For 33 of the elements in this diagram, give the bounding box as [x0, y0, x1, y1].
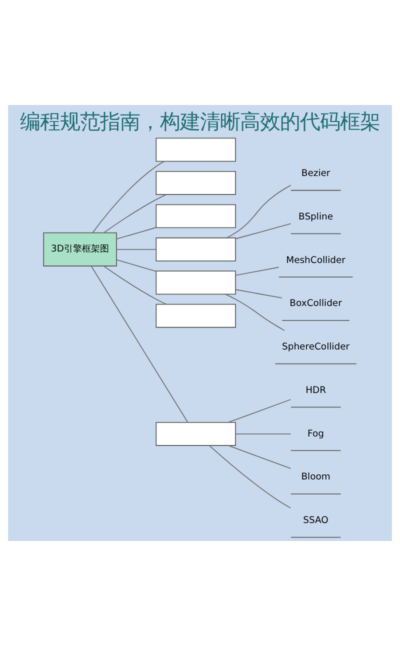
node-box: [156, 270, 236, 295]
node-text: MeshCollider: [286, 254, 346, 266]
connector: [104, 266, 167, 305]
connector: [104, 194, 167, 234]
node-text: BoxCollider: [290, 298, 342, 310]
node-text: SphereCollider: [282, 342, 350, 353]
node-box: [156, 138, 236, 162]
connector: [228, 445, 292, 469]
connector: [90, 266, 188, 423]
connector: [116, 227, 157, 240]
connector: [224, 294, 285, 331]
node-box: [156, 304, 236, 328]
connector: [116, 259, 157, 272]
connector: [226, 184, 292, 238]
node-text: SSAO: [303, 515, 328, 526]
node-box: [156, 422, 236, 446]
connector: [116, 248, 157, 250]
node-box: [156, 170, 236, 195]
node-text: HDR: [306, 384, 326, 396]
node-text: Bloom: [301, 472, 330, 483]
node-box: 3D引擎框架图: [43, 232, 117, 266]
connector: [209, 445, 291, 508]
diagram-title: 编程规范指南，构建清晰高效的代码框架: [20, 110, 380, 134]
connector: [92, 160, 165, 234]
connector: [228, 399, 292, 423]
node-box: [156, 237, 236, 262]
connector: [235, 289, 282, 298]
node-text: Fog: [308, 428, 324, 440]
node-box: [156, 204, 236, 228]
node-text: Bezier: [301, 168, 330, 180]
connector: [235, 223, 292, 240]
node-text: BSpline: [298, 211, 334, 222]
connector: [235, 266, 280, 276]
